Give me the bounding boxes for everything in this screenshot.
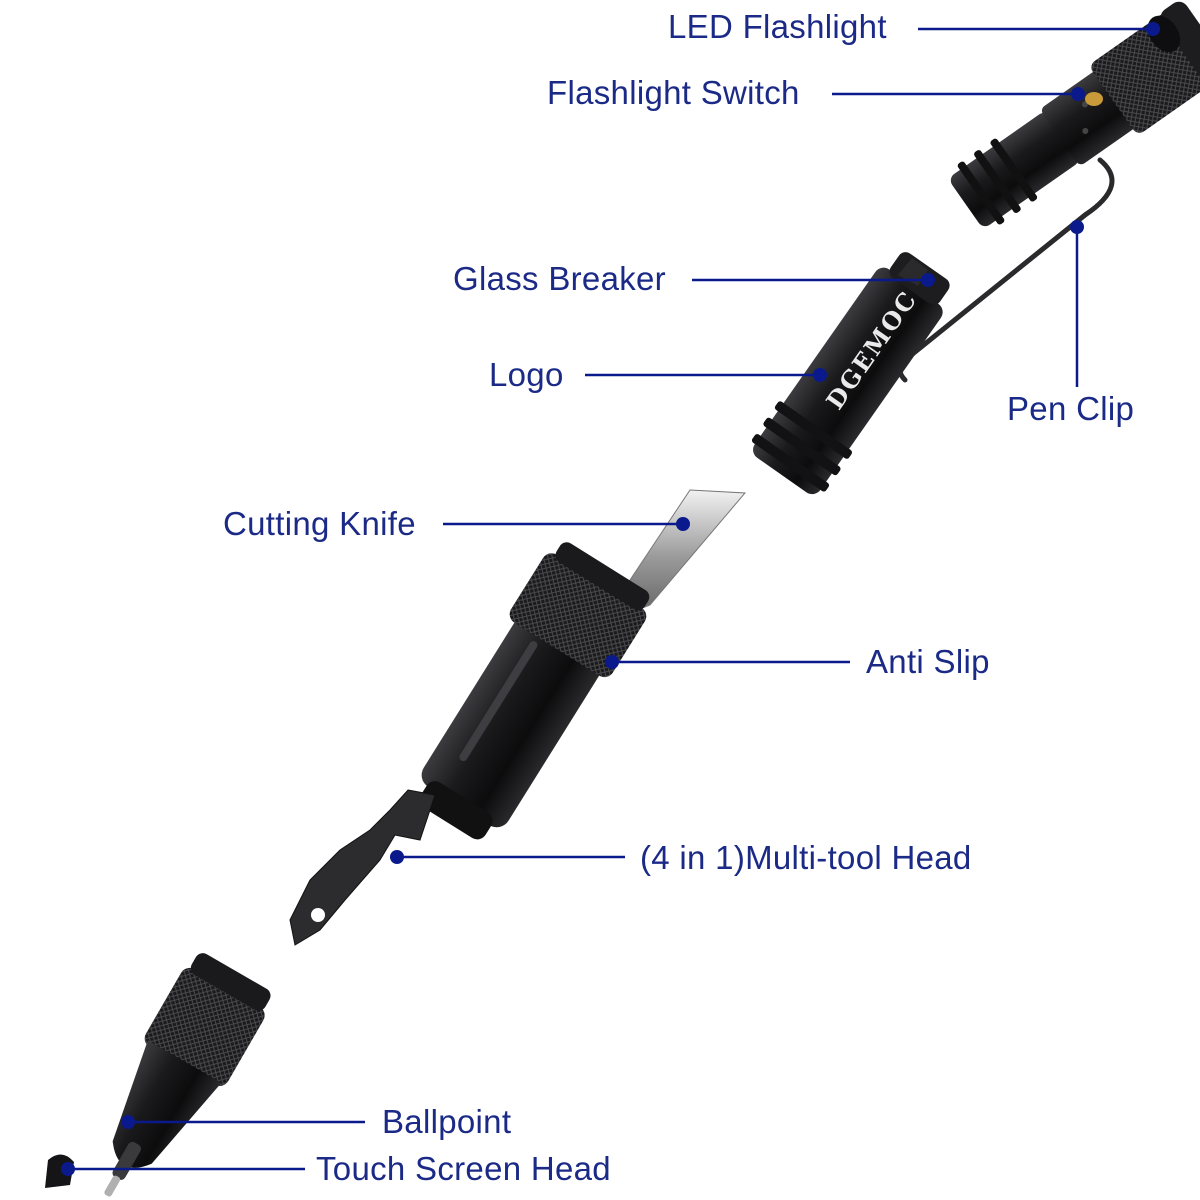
label-touch-screen-head: Touch Screen Head [316, 1150, 611, 1187]
lower-body [104, 953, 271, 1197]
label-anti-slip: Anti Slip [866, 643, 990, 680]
label-cutting-knife: Cutting Knife [223, 505, 416, 542]
label-pen-clip: Pen Clip [1007, 390, 1135, 427]
leader-lines [61, 22, 1160, 1176]
label-logo: Logo [489, 356, 564, 393]
label-multi-tool-head: (4 in 1)Multi-tool Head [640, 839, 972, 876]
flashlight-switch [1085, 92, 1103, 106]
label-glass-breaker: Glass Breaker [453, 260, 666, 297]
multi-tool-head [289, 789, 436, 946]
label-flashlight-switch: Flashlight Switch [547, 74, 800, 111]
label-led-flashlight: LED Flashlight [668, 8, 887, 45]
label-ballpoint: Ballpoint [382, 1103, 512, 1140]
anti-slip-grip [419, 542, 650, 840]
